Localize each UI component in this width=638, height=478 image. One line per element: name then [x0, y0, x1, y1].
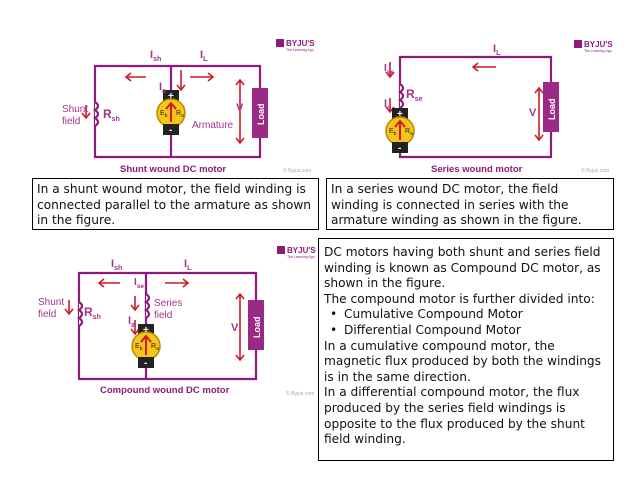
- plus-sign: +: [397, 109, 403, 120]
- label-rse: Rse: [406, 87, 423, 103]
- label-ra: Ra: [405, 128, 413, 137]
- shunt-brush-bottom: [163, 124, 179, 135]
- svg-text:The Learning App: The Learning App: [287, 255, 315, 259]
- load-label: Load: [547, 99, 557, 121]
- byjus-logo: BYJU'S The Learning App: [276, 39, 315, 52]
- compound-description-box: DC motors having both shunt and series f…: [318, 238, 614, 461]
- shunt-motor-diagram: Ish IL Ia Shunt field Rsh Eb Ra + - Arma…: [62, 39, 315, 175]
- compound-brush-top: [138, 324, 154, 335]
- series-load: [543, 82, 559, 132]
- label-ra: Ra: [176, 110, 184, 119]
- label-il: IL: [184, 258, 192, 272]
- compound-load: [248, 300, 264, 350]
- minus-sign: -: [144, 358, 147, 369]
- label-rsh: Rsh: [103, 107, 120, 123]
- plus-sign: +: [168, 91, 174, 102]
- compound-circuit-wire: [77, 271, 258, 381]
- series-description: In a series wound DC motor, the field wi…: [331, 182, 582, 228]
- compound-motor-diagram: Ish IL Ise Series field Shunt field Rsh …: [38, 246, 316, 397]
- shunt-description-box: In a shunt wound motor, the field windin…: [32, 178, 319, 230]
- label-ia: Ia: [384, 98, 391, 112]
- shunt-brush-top: [163, 90, 179, 101]
- compound-division: The compound motor is further divided in…: [324, 291, 595, 306]
- label-eb: Eb: [389, 128, 397, 137]
- diagram-caption: Series wound motor: [431, 164, 523, 175]
- series-field-coil: [398, 83, 405, 109]
- minus-sign: -: [169, 125, 172, 136]
- label-ise: Ise: [384, 63, 394, 76]
- shunt-field-label: Shunt: [38, 297, 64, 308]
- cumulative-description: In a cumulative compound motor, the magn…: [324, 338, 602, 384]
- label-eb: Eb: [135, 343, 143, 352]
- copyright: © Byjus.com: [581, 167, 609, 174]
- label-ise: Ise: [134, 277, 144, 290]
- series-brush-top: [392, 108, 408, 119]
- label-v: V: [236, 102, 244, 114]
- shunt-field-label-2: field: [62, 116, 80, 127]
- svg-text:BYJU'S: BYJU'S: [584, 40, 613, 49]
- list-item: •Cumulative Compound Motor: [330, 307, 523, 322]
- differential-description: In a differential compound motor, the fl…: [324, 385, 585, 447]
- svg-text:The Learning App: The Learning App: [286, 48, 314, 52]
- label-rsh: Rsh: [84, 305, 101, 321]
- label-il: IL: [200, 49, 208, 63]
- compound-shunt-coil: [77, 301, 84, 327]
- label-ish: Ish: [111, 258, 122, 272]
- minus-sign: -: [398, 143, 401, 154]
- svg-text:BYJU'S: BYJU'S: [287, 246, 316, 255]
- label-ish: Ish: [150, 49, 161, 63]
- byjus-logo: BYJU'S The Learning App: [277, 246, 316, 259]
- current-arrow: [64, 278, 245, 362]
- label-il: IL: [493, 43, 501, 57]
- label-ia: Ia: [159, 81, 166, 95]
- label-eb: Eb: [160, 110, 168, 119]
- shunt-circuit-wire: [93, 64, 262, 159]
- load-label: Load: [256, 104, 266, 126]
- list-item: •Differential Compound Motor: [330, 322, 521, 337]
- series-description-box: In a series wound DC motor, the field wi…: [326, 178, 614, 230]
- label-v: V: [529, 107, 537, 119]
- load-label: Load: [252, 317, 262, 339]
- current-arrow: [385, 62, 544, 142]
- shunt-field-coil: [93, 101, 100, 127]
- byjus-logo: BYJU'S The Learning App: [574, 40, 613, 53]
- armature-label: Armature: [192, 120, 234, 131]
- series-brush-bottom: [392, 142, 408, 153]
- shunt-description: In a shunt wound motor, the field windin…: [37, 182, 312, 228]
- series-field-label: Series: [154, 298, 182, 309]
- series-field-label-2: field: [154, 310, 172, 321]
- diagram-caption: Shunt wound DC motor: [120, 164, 226, 175]
- svg-text:The Learning App: The Learning App: [584, 49, 612, 53]
- compound-intro: DC motors having both shunt and series f…: [324, 245, 601, 291]
- label-v: V: [231, 322, 239, 334]
- copyright: © Byjus.com: [286, 390, 314, 397]
- copyright: © Byjus.com: [283, 167, 311, 174]
- plus-sign: +: [143, 325, 149, 336]
- compound-series-coil: [144, 293, 151, 319]
- label-ra: Ra: [151, 343, 159, 352]
- shunt-field-label: Shunt: [62, 104, 88, 115]
- label-ia: Ia: [128, 315, 135, 329]
- shunt-load: [252, 88, 268, 138]
- svg-text:BYJU'S: BYJU'S: [286, 39, 315, 48]
- diagram-caption: Compound wound DC motor: [100, 385, 230, 396]
- shunt-field-label-2: field: [38, 309, 56, 320]
- series-motor-diagram: IL Ise Rse Ia Eb Ra + - V Load Series wo…: [384, 40, 613, 175]
- compound-brush-bottom: [138, 357, 154, 368]
- current-arrow: [81, 70, 245, 145]
